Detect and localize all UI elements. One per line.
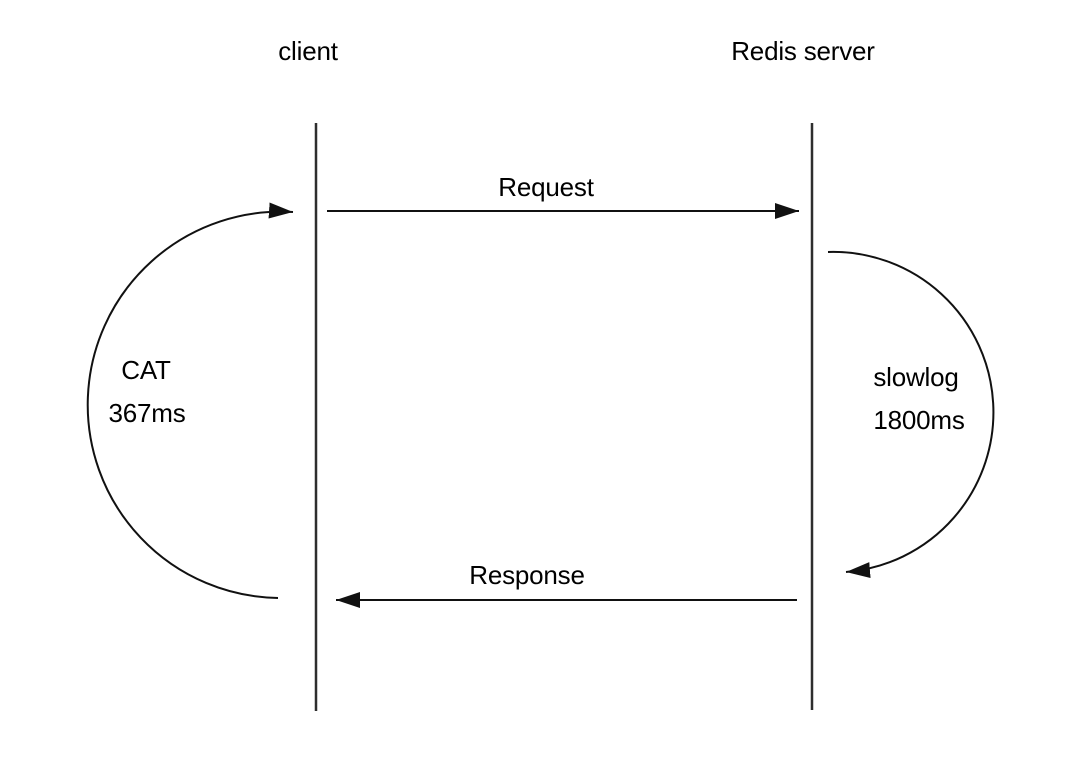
server-timing-duration: 1800ms: [873, 405, 965, 435]
actor-label-redis-server: Redis server: [731, 36, 875, 66]
client-roundtrip-arc: [86, 202, 294, 599]
actor-label-client: client: [278, 36, 338, 66]
server-timing-name: slowlog: [873, 362, 959, 392]
request-label: Request: [498, 172, 594, 202]
client-timing-name: CAT: [121, 355, 171, 385]
response-label: Response: [469, 560, 585, 590]
server-processing-arc: [827, 250, 995, 579]
client-timing-duration: 367ms: [108, 398, 186, 428]
